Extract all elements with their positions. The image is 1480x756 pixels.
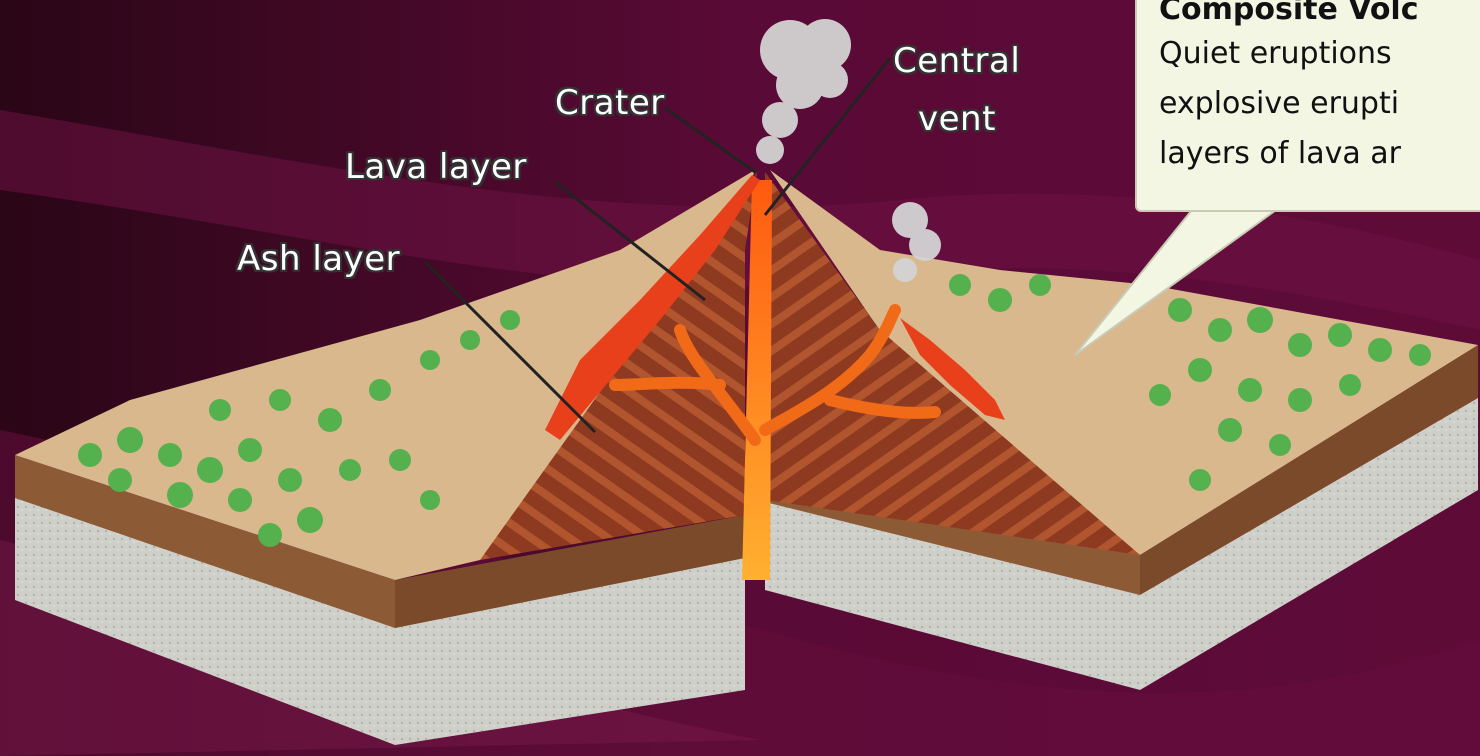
callout-title: Composite Volc (1159, 0, 1419, 30)
callout-text-line-3: layers of lava ar (1159, 134, 1401, 174)
callout-text-line-2: explosive erupti (1159, 84, 1399, 124)
callout-box: Composite Volc Quiet eruptions explosive… (1135, 0, 1480, 212)
label-ash-layer: Ash layer (237, 238, 400, 280)
label-crater: Crater (555, 82, 665, 124)
label-central-vent-line2: vent (918, 98, 996, 140)
label-central-vent-line1: Central (893, 40, 1020, 82)
label-lava-layer: Lava layer (345, 146, 527, 188)
callout-text-line-1: Quiet eruptions (1159, 34, 1392, 74)
